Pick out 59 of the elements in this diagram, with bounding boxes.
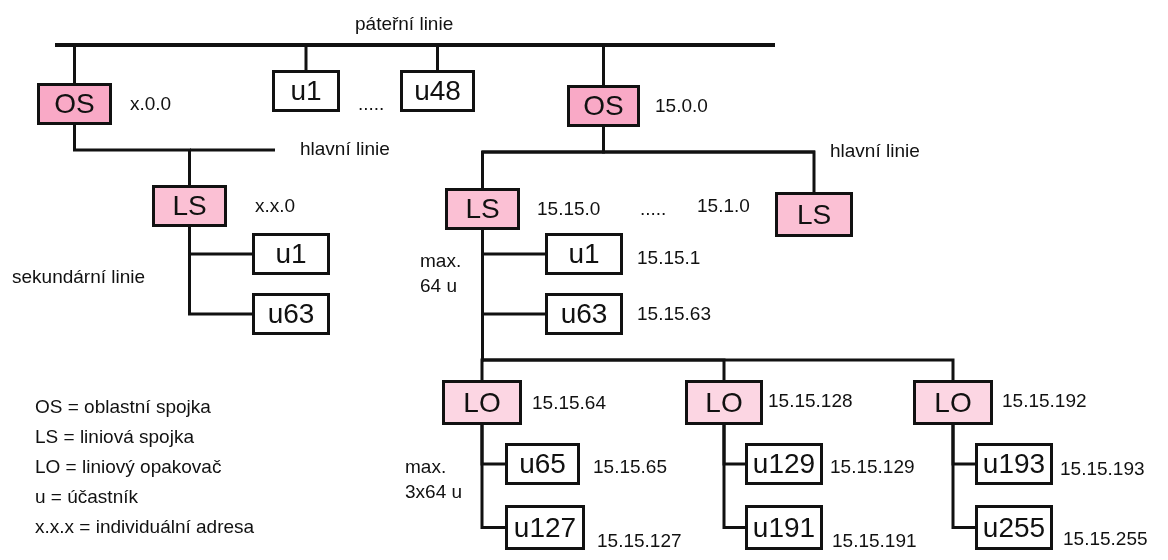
- address-label: 15.1.0: [697, 194, 750, 218]
- device-box: u193: [975, 443, 1053, 485]
- text-label: LS = liniová spojka: [35, 425, 194, 449]
- address-label: 15.15.192: [1002, 389, 1087, 413]
- text-label: .....: [358, 92, 385, 116]
- connector-line: [951, 425, 975, 529]
- address-label: 15.15.193: [1060, 457, 1145, 481]
- text-label: OS = oblastní spojka: [35, 395, 211, 419]
- address-label: x.x.0: [255, 194, 296, 218]
- device-box: u63: [545, 293, 623, 335]
- coupler-box: LS: [775, 192, 853, 237]
- text-label: hlavní linie: [300, 137, 390, 161]
- text-label: sekundární linie: [12, 265, 146, 289]
- connector-line: [73, 125, 191, 185]
- address-label: 15.15.255: [1063, 527, 1148, 551]
- text-label: hlavní linie: [830, 139, 920, 163]
- address-label: 15.15.128: [768, 389, 853, 413]
- text-label: .....: [640, 197, 667, 221]
- coupler-box: OS: [37, 83, 112, 125]
- line-label: páteřní linie: [355, 12, 454, 36]
- text-label: LO = liniový opakovač: [35, 455, 222, 479]
- text-label: max. 3x64 u: [405, 455, 464, 504]
- address-label: 15.15.127: [597, 529, 682, 553]
- coupler-box: LS: [445, 188, 520, 230]
- device-box: u255: [975, 505, 1053, 550]
- device-box: u1: [545, 233, 623, 275]
- address-label: 15.15.1: [637, 246, 701, 270]
- address-label: 15.15.64: [532, 391, 606, 415]
- coupler-box: LS: [152, 185, 227, 227]
- device-box: u1: [272, 70, 340, 112]
- address-label: 15.15.191: [832, 529, 917, 553]
- connector-line: [304, 47, 308, 70]
- connector-line: [73, 47, 76, 83]
- device-box: u48: [400, 70, 475, 112]
- device-box: u191: [745, 505, 823, 550]
- device-box: u63: [252, 293, 330, 335]
- text-label: x.x.x = individuální adresa: [35, 515, 255, 539]
- connector-line: [722, 425, 745, 529]
- device-box: u1: [252, 233, 330, 275]
- device-box: u129: [745, 443, 823, 485]
- connector-line: [188, 227, 252, 316]
- address-label: 15.15.63: [637, 302, 711, 326]
- connector-line: [602, 127, 816, 192]
- coupler-box: LO: [913, 380, 993, 425]
- device-box: u127: [505, 505, 585, 550]
- device-box: u65: [505, 443, 580, 485]
- text-label: max. 64 u: [420, 249, 463, 298]
- address-label: 15.15.65: [593, 455, 667, 479]
- connector-line: [436, 47, 439, 70]
- text-label: u = účastník: [35, 485, 138, 509]
- connector-line: [480, 425, 505, 529]
- connector-line: [602, 47, 605, 85]
- coupler-box: LO: [685, 380, 763, 425]
- address-label: 15.0.0: [655, 94, 708, 118]
- address-label: 15.15.129: [830, 455, 915, 479]
- coupler-box: OS: [567, 85, 640, 127]
- address-label: x.0.0: [130, 92, 172, 116]
- coupler-box: LO: [442, 380, 522, 425]
- address-label: 15.15.0: [537, 197, 601, 221]
